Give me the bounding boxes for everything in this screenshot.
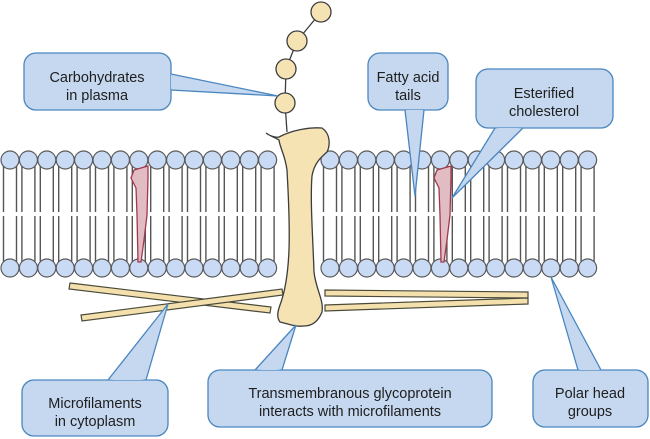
polar-head-outer bbox=[504, 150, 524, 170]
callout-label-line: cholesterol bbox=[509, 104, 579, 120]
callout-seam bbox=[171, 74, 176, 90]
polar-head-inner bbox=[467, 258, 487, 278]
polar-head-outer bbox=[449, 150, 469, 170]
polar-head-inner bbox=[412, 258, 432, 278]
callout-label-line: Polar head bbox=[555, 386, 625, 402]
carbohydrate-unit bbox=[275, 58, 297, 80]
callout-label-line: Microfilaments bbox=[48, 396, 141, 412]
polar-head-outer bbox=[522, 150, 543, 170]
polar-head-outer bbox=[0, 150, 20, 170]
carbohydrate-unit bbox=[310, 1, 332, 23]
polar-head-outer bbox=[221, 150, 241, 170]
polar-head-inner bbox=[449, 258, 469, 278]
polar-head-inner bbox=[110, 258, 131, 278]
polar-head-outer bbox=[166, 150, 186, 170]
polar-head-inner bbox=[577, 258, 598, 278]
polar-head-inner bbox=[73, 258, 94, 278]
polar-head-inner bbox=[357, 258, 377, 278]
callout-box bbox=[207, 369, 493, 428]
polar-head-outer bbox=[92, 150, 112, 170]
carbohydrate-chain bbox=[274, 1, 332, 133]
polar-head-outer bbox=[239, 150, 259, 170]
callout-box bbox=[21, 379, 169, 437]
fatty-acid-tails bbox=[2, 166, 595, 262]
callout-label-line: in plasma bbox=[66, 88, 129, 104]
polar-head-inner bbox=[184, 258, 204, 278]
callout-label-line: Transmembranous glycoprotein bbox=[248, 386, 451, 402]
callout-esterified-cholesterol: Esterified cholesterol bbox=[451, 68, 614, 199]
polar-head-inner bbox=[486, 258, 506, 278]
polar-head-inner bbox=[559, 258, 579, 278]
callout-polar-head-groups: Polar head groups bbox=[532, 276, 649, 428]
callout-transmembranous-glycoprotein: Transmembranous glycoprotein interacts wi… bbox=[207, 324, 493, 428]
transmembrane-glycoprotein bbox=[265, 127, 330, 327]
polar-head-inner bbox=[18, 258, 38, 278]
cholesterol-molecule-left bbox=[130, 165, 149, 263]
microfilament bbox=[324, 289, 529, 299]
callout-seam bbox=[108, 376, 146, 380]
polar-head-inner bbox=[320, 258, 340, 278]
polar-head-outer bbox=[338, 150, 358, 170]
microfilament bbox=[324, 297, 529, 312]
callout-seam bbox=[578, 366, 601, 370]
polar-head-inner bbox=[166, 258, 186, 278]
polar-head-inner bbox=[504, 258, 524, 278]
polar-head-inner bbox=[375, 258, 395, 278]
polar-head-inner bbox=[522, 258, 543, 278]
polar-head-inner bbox=[55, 258, 75, 278]
callout-label-line: interacts with microfilaments bbox=[259, 404, 441, 420]
callout-label-line: groups bbox=[568, 404, 612, 420]
callout-pointer bbox=[253, 324, 297, 371]
callout-seam bbox=[495, 128, 523, 131]
callout-label-line: tails bbox=[395, 88, 421, 104]
callout-label-line: Fatty acid bbox=[377, 70, 440, 86]
callout-label-line: in cytoplasm bbox=[55, 414, 136, 430]
polar-head-inner bbox=[338, 258, 358, 278]
polar-head-inner bbox=[147, 258, 167, 278]
polar-heads bbox=[0, 150, 598, 278]
polar-head-inner bbox=[258, 258, 278, 278]
callout-carbohydrates: Carbohydrates in plasma bbox=[23, 52, 279, 111]
polar-head-outer bbox=[147, 150, 167, 170]
polar-head-outer bbox=[18, 150, 38, 170]
callout-fatty-acid-tails: Fatty acid tails bbox=[367, 52, 449, 197]
callout-label-line: Esterified bbox=[514, 86, 574, 102]
callout-pointer bbox=[170, 73, 279, 97]
polar-head-inner bbox=[92, 258, 112, 278]
polar-head-outer bbox=[559, 150, 579, 170]
polar-head-inner bbox=[239, 258, 259, 278]
polar-head-outer bbox=[37, 150, 57, 170]
polar-head-outer bbox=[541, 150, 561, 170]
callout-label-line: Carbohydrates bbox=[49, 70, 144, 86]
polar-head-outer bbox=[202, 150, 222, 170]
callout-seam bbox=[405, 110, 424, 114]
polar-head-outer bbox=[258, 150, 278, 170]
polar-head-inner bbox=[202, 258, 222, 278]
callout-box bbox=[475, 68, 614, 129]
polar-head-outer bbox=[184, 150, 204, 170]
polar-head-outer bbox=[430, 150, 450, 170]
polar-head-outer bbox=[55, 150, 75, 170]
cholesterol-molecule-right bbox=[433, 165, 452, 263]
polar-head-inner bbox=[394, 258, 414, 278]
polar-head-outer bbox=[357, 150, 377, 170]
polar-head-outer bbox=[375, 150, 395, 170]
polar-head-inner bbox=[541, 258, 561, 278]
polar-head-outer bbox=[110, 150, 131, 170]
polar-head-inner bbox=[37, 258, 57, 278]
polar-head-outer bbox=[73, 150, 94, 170]
callout-microfilaments: Microfilaments in cytoplasm bbox=[21, 303, 169, 437]
polar-head-inner bbox=[0, 258, 20, 278]
carbohydrate-unit bbox=[286, 30, 308, 52]
polar-head-outer bbox=[577, 150, 598, 170]
callout-pointer bbox=[550, 276, 603, 371]
callout-seam bbox=[255, 368, 282, 370]
polar-head-inner bbox=[221, 258, 241, 278]
carbohydrate-unit bbox=[274, 92, 296, 114]
